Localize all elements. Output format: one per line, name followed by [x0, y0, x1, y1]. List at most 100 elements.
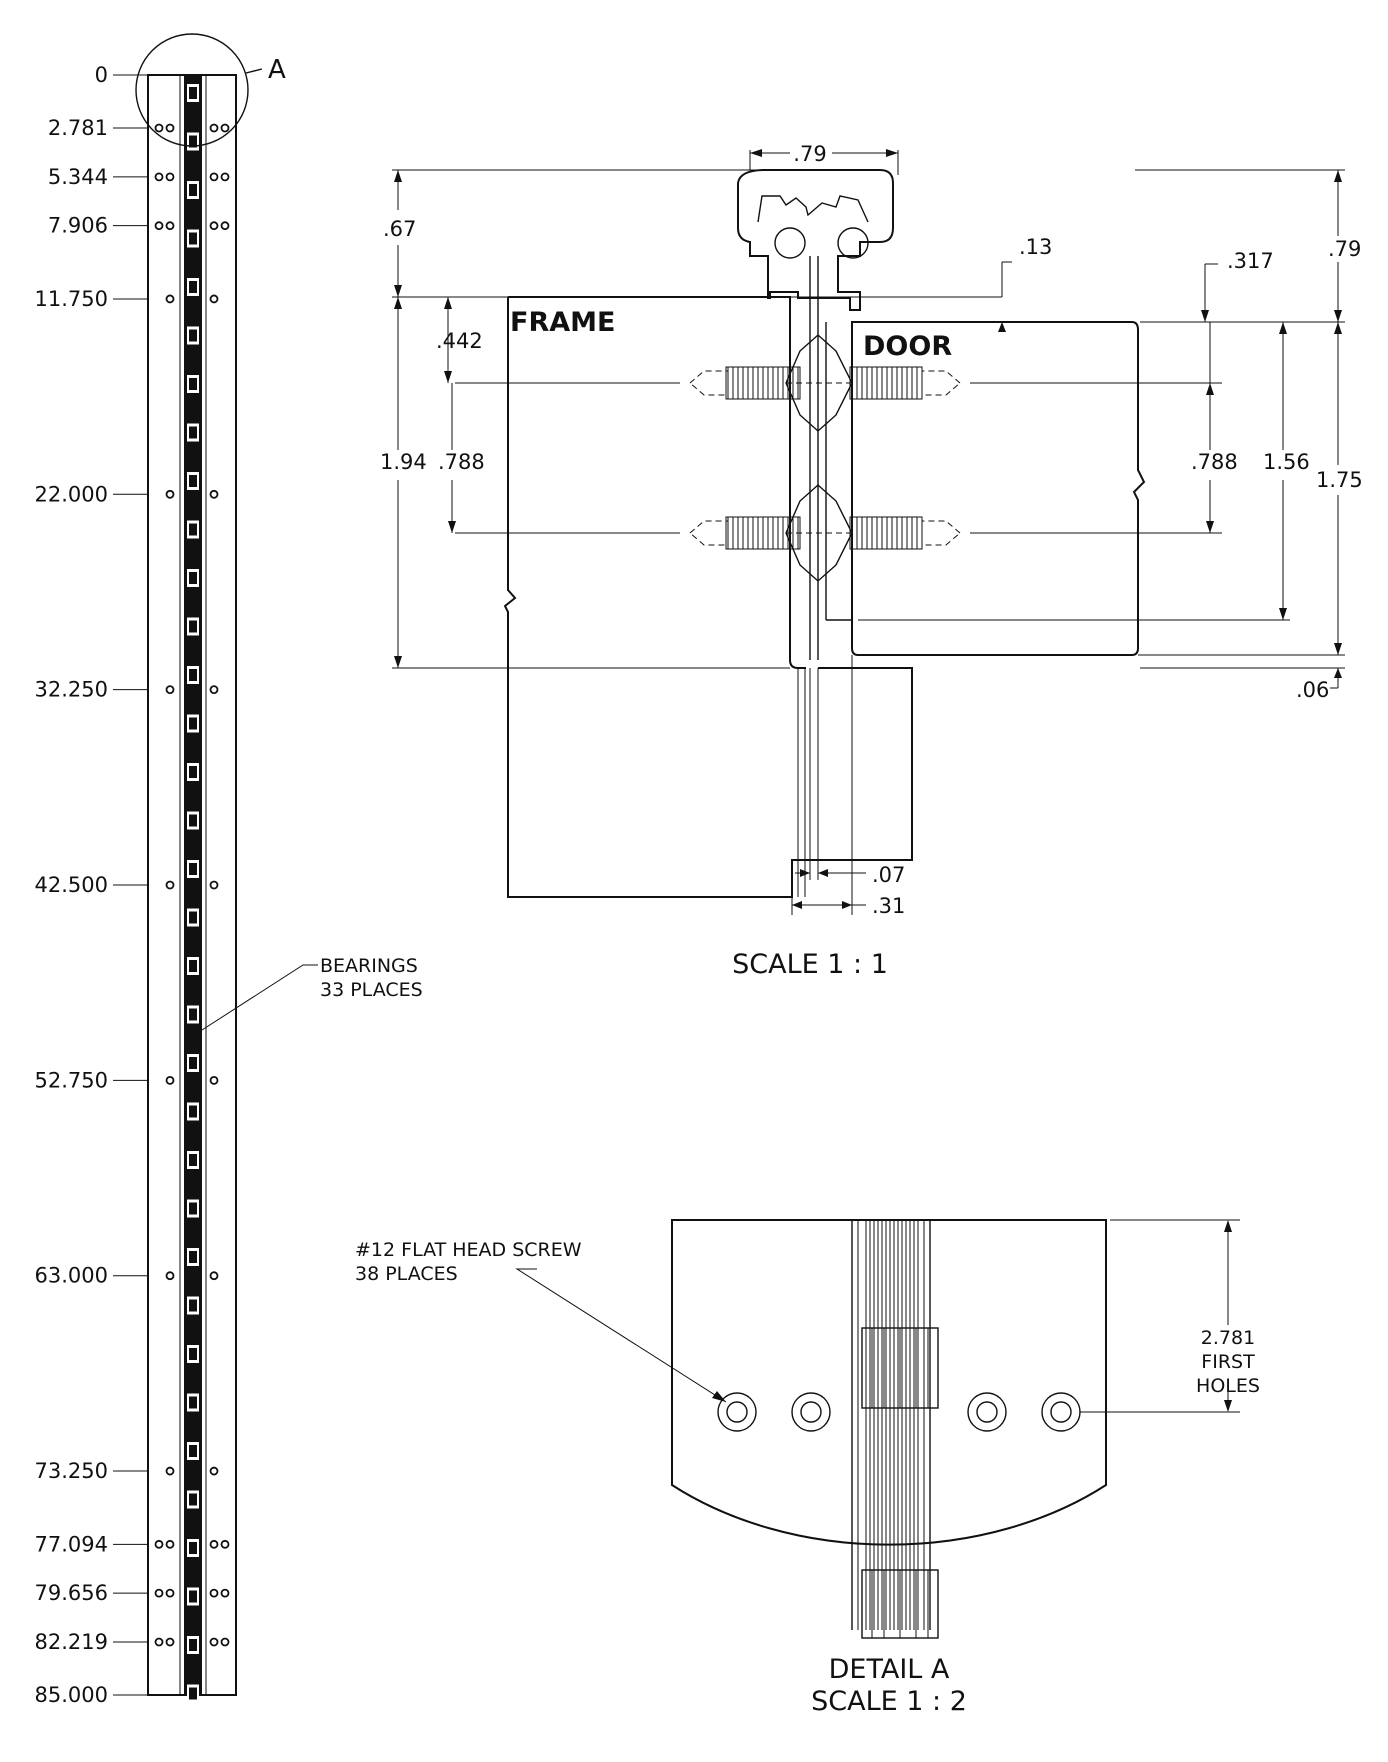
ruler-label: 32.250: [35, 678, 108, 702]
ruler-label: 11.750: [35, 287, 108, 311]
bearing-slot-core: [189, 1348, 197, 1360]
ruler-label: 77.094: [35, 1532, 108, 1556]
knuckle-pin-right: [837, 227, 869, 259]
bearing-slot-core: [189, 620, 197, 633]
bearing-slot-core: [189, 1396, 197, 1409]
dim-door-offset: .317: [1227, 249, 1274, 273]
ruler-label: 7.906: [48, 214, 108, 238]
screw-note-arrowhead: [712, 1391, 726, 1402]
ruler-label: 52.750: [35, 1068, 108, 1092]
screw-hole-icon: [209, 1588, 219, 1598]
screw-hole-icon: [165, 1539, 175, 1549]
screw-head-hex: [785, 484, 853, 582]
bearing-slot-core: [189, 1105, 197, 1118]
ruler-label: 79.656: [35, 1581, 108, 1605]
bearing-slot-core: [189, 378, 197, 390]
bearings-note-line1: BEARINGS: [320, 955, 418, 977]
door-leaf-outline: [851, 321, 1146, 656]
first-holes-arrow-bottom: [1224, 1400, 1232, 1412]
bearing-slot-core: [189, 184, 197, 196]
frame-leaf-outline: [503, 297, 913, 898]
screw-hole-icon: [165, 1271, 175, 1281]
bearing-slot-core: [189, 669, 197, 681]
bearing-slot-core: [189, 87, 197, 99]
dim-door-screw-spacing: .788: [1191, 450, 1238, 474]
first-holes-line2: FIRST: [1201, 1351, 1255, 1373]
first-holes-line1: 2.781: [1201, 1327, 1255, 1349]
dim-gap-top: .13: [1019, 235, 1052, 259]
bearing-slot-core: [189, 232, 197, 245]
bearing-slot-core: [189, 863, 197, 875]
detail-hole-2-inner: [800, 1401, 822, 1423]
screw-hole-icon: [209, 1271, 219, 1281]
bearing-slot-core: [189, 426, 197, 439]
bearing-slot-core: [189, 766, 197, 778]
arrow: [394, 170, 402, 182]
arrow: [842, 901, 852, 909]
bearing-slot-core: [189, 475, 197, 487]
section-dimension-lines: [392, 149, 1345, 915]
arrow: [1334, 643, 1342, 655]
dim-frame-screw-top: .442: [436, 329, 483, 353]
section-scale-label: SCALE 1 : 1: [732, 949, 888, 980]
long-view: 02.7815.3447.90611.75022.00032.25042.500…: [35, 33, 423, 1707]
bearing-slot-core: [189, 1202, 197, 1215]
arrow: [750, 149, 762, 157]
bearing-slot-core: [189, 523, 197, 536]
screw-note-leader: [515, 1268, 727, 1403]
bearing-slot-core: [189, 1590, 197, 1603]
screw-hole-icon: [209, 1466, 219, 1476]
screw-hole-icon: [165, 1466, 175, 1476]
door-screw-body: [849, 516, 923, 550]
screw-hole-icon: [209, 123, 219, 133]
arrow: [1334, 322, 1342, 334]
detail-hole-4-inner: [1050, 1401, 1072, 1423]
bearing-slot-core: [189, 1687, 197, 1700]
detail-hole-3-inner: [976, 1401, 998, 1423]
screw-hole-icon: [220, 1637, 230, 1647]
arrow: [1334, 310, 1342, 322]
arrow: [1206, 521, 1214, 533]
ruler-ticks: 02.7815.3447.90611.75022.00032.25042.500…: [35, 63, 148, 1707]
screw-hole-icon: [165, 294, 175, 304]
bearing-slot-core: [189, 1445, 197, 1457]
screw-hole-icon: [209, 172, 219, 182]
detail-title-line2: SCALE 1 : 2: [811, 1686, 967, 1717]
arrow: [394, 285, 402, 297]
dim-top-width: .79: [793, 142, 826, 166]
first-holes-line3: HOLES: [1196, 1375, 1260, 1397]
screw-hole-icon: [209, 294, 219, 304]
section-view: FRAME DOOR .79 .67 .13 .317 .79 .442 1.9…: [380, 142, 1363, 980]
screw-hole-icon: [165, 880, 175, 890]
frame-screw-tip: [689, 370, 729, 396]
bearing-slot-core: [189, 1154, 197, 1166]
screws: [455, 334, 1222, 582]
bearings-leader: [201, 964, 318, 1031]
arrow: [792, 901, 802, 909]
screw-hole-icon: [165, 685, 175, 695]
screw-hole-icon: [165, 1588, 175, 1598]
detail-hole-2: [791, 1392, 831, 1432]
screw-holes: [154, 123, 230, 1647]
bearing-slot-core: [189, 329, 197, 342]
detail-outline: [671, 1219, 1107, 1546]
ruler-label: 82.219: [35, 1630, 108, 1654]
screw-hole-icon: [209, 489, 219, 499]
detail-a-view: #12 FLAT HEAD SCREW 38 PLACES 2.781 FIRS…: [355, 1219, 1260, 1717]
arrow: [886, 149, 898, 157]
screw-hole-icon: [165, 1637, 175, 1647]
hinge-knuckle-profile: [737, 169, 894, 311]
detail-hole-3: [967, 1392, 1007, 1432]
arrow: [1201, 310, 1209, 322]
arrow: [444, 371, 452, 383]
screw-hole-icon: [209, 221, 219, 231]
screw-hole-icon: [154, 1588, 164, 1598]
frame-label: FRAME: [510, 307, 615, 338]
ruler-label: 85.000: [35, 1683, 108, 1707]
bearing-slot-core: [189, 814, 197, 827]
screw-hole-icon: [220, 1588, 230, 1598]
detail-hole-4: [1041, 1392, 1081, 1432]
screw-hole-icon: [154, 221, 164, 231]
